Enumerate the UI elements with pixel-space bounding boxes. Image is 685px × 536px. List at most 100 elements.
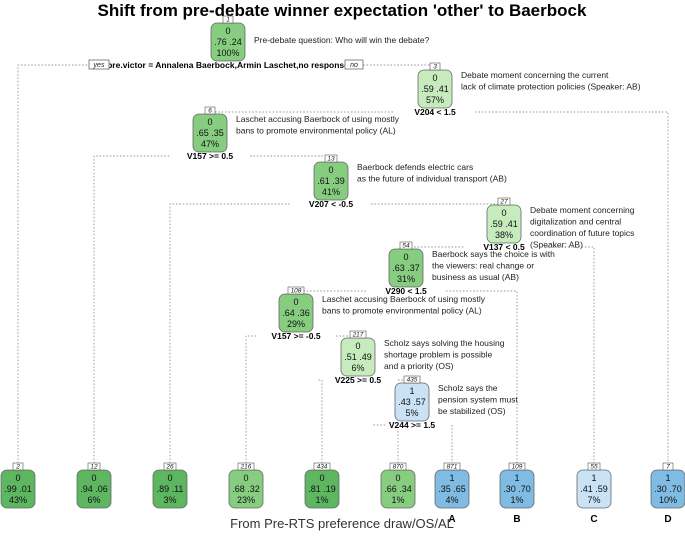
node-id-box — [497, 197, 511, 206]
edge-n13-l26 — [169, 203, 291, 470]
node-percent: 6% — [87, 495, 100, 505]
node-percent: 100% — [216, 48, 239, 58]
annotation-line: Debate moment concerning — [530, 205, 635, 215]
annotation-line: digitalization and central — [530, 217, 621, 227]
node-class: 1 — [591, 473, 596, 483]
edge-n1-l2 — [17, 64, 188, 470]
annotation-line: as the future of individual transport (A… — [357, 174, 507, 184]
annotation-line: Laschet accusing Baerbock of using mostl… — [322, 294, 486, 304]
leaf-label-D: D — [664, 514, 671, 525]
node-class: 0 — [167, 473, 172, 483]
node-percent: 4% — [445, 495, 458, 505]
node-class: 0 — [328, 165, 333, 175]
node-percent: 29% — [287, 319, 305, 329]
tree-node-l55: 551.41 .597%C — [576, 462, 612, 525]
node-percent: 7% — [587, 495, 600, 505]
split-label-n108: V157 >= -0.5 — [271, 331, 320, 341]
node-class: 0 — [319, 473, 324, 483]
split-label-n435: V244 >= 1.5 — [389, 420, 436, 430]
yes-label: yes — [93, 62, 105, 69]
node-probs: .59 .41 — [421, 84, 449, 94]
node-probs: .64 .36 — [282, 308, 310, 318]
annotation-line: Pre-debate question: Who will win the de… — [254, 35, 430, 45]
node-probs: .94 .06 — [80, 484, 108, 494]
node-id-box — [87, 462, 101, 471]
node-id-box — [163, 462, 177, 471]
node-percent: 10% — [659, 495, 677, 505]
annotation-n108: Laschet accusing Baerbock of using mostl… — [322, 294, 486, 316]
node-id-box — [204, 106, 216, 115]
edge-n27-l55 — [544, 246, 595, 470]
split-label-bg — [306, 199, 356, 209]
node-class: 0 — [15, 473, 20, 483]
node-probs: .81 .19 — [308, 484, 336, 494]
edge-n6-n13 — [250, 155, 332, 162]
edge-n13-n27 — [371, 203, 505, 205]
node-id-box — [508, 462, 526, 471]
node-probs: .76 .24 — [214, 37, 242, 47]
annotation-line: be stabilized (OS) — [438, 406, 506, 416]
split-label-n217: V225 >= 0.5 — [335, 375, 382, 385]
tree-node-l12: 120.94 .066% — [76, 462, 112, 509]
node-id-box — [399, 241, 413, 250]
node-id-box — [443, 462, 461, 471]
node-id: 13 — [327, 156, 335, 163]
node-percent: 1% — [510, 495, 523, 505]
node-id-box — [237, 462, 255, 471]
node-class: 0 — [432, 73, 437, 83]
node-percent: 43% — [9, 495, 27, 505]
node-class: 0 — [501, 208, 506, 218]
node-class: 1 — [514, 473, 519, 483]
node-probs: .30 .70 — [503, 484, 531, 494]
annotation-line: (Speaker: AB) — [530, 240, 583, 250]
node-annotations: Pre-debate question: Who will win the de… — [236, 35, 641, 416]
node-id-box — [287, 286, 305, 295]
no-label: no — [350, 62, 358, 69]
node-probs: .66 .34 — [384, 484, 412, 494]
annotation-n13: Baerbock defends electric cars as the fut… — [357, 162, 507, 184]
node-probs: .43 .57 — [398, 397, 426, 407]
node-percent: 3% — [163, 495, 176, 505]
annotation-line: and a priority (OS) — [384, 361, 454, 371]
split-label-bg — [332, 375, 384, 385]
split-label-n13: V207 < -0.5 — [309, 199, 353, 209]
edge-n108-l216 — [245, 335, 256, 470]
node-id: 3 — [433, 64, 437, 71]
node-id: 55 — [590, 464, 598, 471]
yes-no-labels: yes no — [88, 59, 364, 70]
node-id-box — [324, 154, 338, 163]
node-percent: 47% — [201, 139, 219, 149]
split-label-n3: V204 < 1.5 — [414, 107, 456, 117]
edge-n54-l109 — [446, 290, 518, 470]
split-label-n54: V290 < 1.5 — [385, 286, 427, 296]
node-id: 1 — [226, 17, 230, 24]
node-id-box — [403, 375, 421, 384]
node-percent: 38% — [495, 230, 513, 240]
annotation-line: Laschet accusing Baerbock of using mostl… — [236, 114, 400, 124]
node-id-box — [389, 462, 407, 471]
node-id: 2 — [15, 464, 20, 471]
node-percent: 57% — [426, 95, 444, 105]
annotation-n27: Debate moment concerning digitalization a… — [530, 205, 635, 250]
node-id: 217 — [352, 332, 364, 339]
split-label-bg — [269, 331, 323, 341]
node-id-box — [222, 15, 234, 24]
node-id: 108 — [291, 288, 302, 295]
annotation-line: Baerbock defends electric cars — [357, 162, 473, 172]
edge-n217-l434 — [318, 379, 323, 470]
split-labels: pre.victor = Annalena Baerbock,Armin Las… — [105, 60, 527, 430]
edge-n6-l12 — [93, 155, 170, 470]
node-probs: .41 .59 — [580, 484, 608, 494]
annotation-n6: Laschet accusing Baerbock of using mostl… — [236, 114, 400, 136]
annotation-line: bans to promote environmental policy (AL… — [322, 306, 482, 316]
